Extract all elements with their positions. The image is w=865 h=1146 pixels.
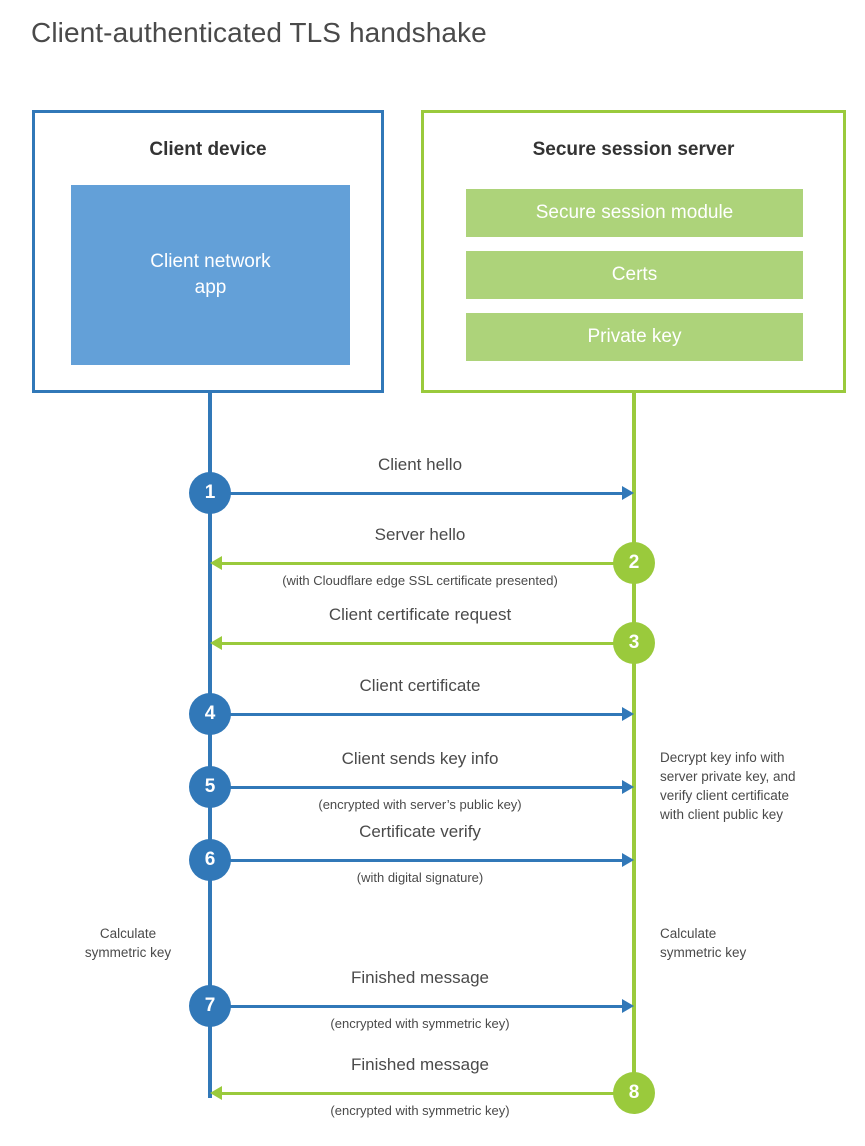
private-key-label: Private key: [587, 326, 682, 347]
message-label-8: Finished message: [351, 1055, 489, 1074]
message-label-3: Client certificate request: [328, 605, 512, 624]
step-circle-6[interactable]: 6: [189, 839, 231, 881]
client-network-app-label: Client network app: [150, 251, 271, 298]
message-line-7: [210, 1005, 630, 1008]
secure-session-module-label: Secure session module: [535, 202, 734, 223]
step-circle-2[interactable]: 2: [613, 542, 655, 584]
page-title: Client-authenticated TLS handshake: [31, 17, 487, 48]
message-sublabel-5: (encrypted with server’s public key): [318, 797, 522, 812]
message-sublabel-7: (encrypted with symmetric key): [330, 1016, 510, 1031]
arrowhead-right-4: [622, 707, 634, 721]
message-line-8: [222, 1092, 634, 1095]
arrowhead-right-6: [622, 853, 634, 867]
client-calculate-symmetric-key-note: Calculate symmetric key: [84, 926, 172, 961]
step-circle-7[interactable]: 7: [189, 985, 231, 1027]
message-line-1: [210, 492, 630, 495]
step-circle-1[interactable]: 1: [189, 472, 231, 514]
certs-block: Certs: [466, 251, 803, 299]
arrowhead-right-7: [622, 999, 634, 1013]
secure-session-module-block: Secure session module: [466, 189, 803, 237]
client-network-app-block: Client network app: [71, 185, 350, 365]
message-sublabel-6: (with digital signature): [356, 870, 484, 885]
arrowhead-right-1: [622, 486, 634, 500]
secure-session-server-box: Secure session server Secure session mod…: [421, 110, 846, 393]
private-key-block: Private key: [466, 313, 803, 361]
message-label-7: Finished message: [351, 968, 489, 987]
step-circle-5[interactable]: 5: [189, 766, 231, 808]
client-device-title: Client device: [149, 139, 267, 160]
arrowhead-left-8: [210, 1086, 222, 1100]
step-circle-3[interactable]: 3: [613, 622, 655, 664]
step-circle-4[interactable]: 4: [189, 693, 231, 735]
arrowhead-left-2: [210, 556, 222, 570]
decrypt-key-info-note: Decrypt key info with server private key…: [660, 750, 796, 823]
arrowhead-right-5: [622, 780, 634, 794]
message-line-5: [210, 786, 630, 789]
message-line-3: [222, 642, 634, 645]
message-line-6: [210, 859, 630, 862]
server-calculate-symmetric-key-note: Calculate symmetric key: [660, 926, 747, 961]
message-line-2: [222, 562, 634, 565]
certs-label: Certs: [611, 264, 658, 285]
message-label-6: Certificate verify: [359, 822, 481, 841]
secure-session-server-title: Secure session server: [532, 139, 735, 160]
message-label-2: Server hello: [374, 525, 466, 544]
message-sublabel-2: (with Cloudflare edge SSL certificate pr…: [282, 573, 558, 588]
client-lifeline: [208, 393, 212, 1098]
arrowhead-left-3: [210, 636, 222, 650]
message-label-1: Client hello: [377, 455, 463, 474]
client-device-box: Client device Client network app: [32, 110, 384, 393]
server-lifeline: [632, 393, 636, 1093]
message-label-5: Client sends key info: [341, 749, 499, 768]
message-label-4: Client certificate: [359, 676, 481, 695]
message-line-4: [210, 713, 630, 716]
message-sublabel-8: (encrypted with symmetric key): [330, 1103, 510, 1118]
step-circle-8[interactable]: 8: [613, 1072, 655, 1114]
